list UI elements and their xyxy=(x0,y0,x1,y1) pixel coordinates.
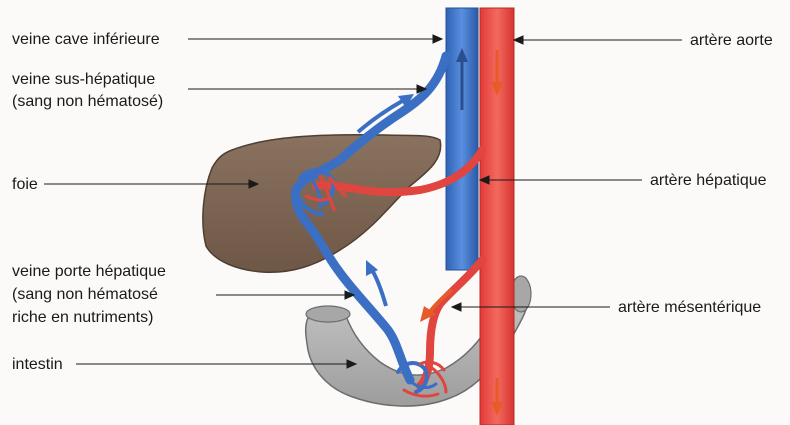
label-veine-porte-line2: (sang non hématosé xyxy=(12,285,158,304)
label-artere-hepatique: artère hépatique xyxy=(650,171,767,190)
label-artere-aorte: artère aorte xyxy=(690,31,773,50)
intestine-end-top-left xyxy=(306,306,350,322)
label-veine-sus-hepatique-line1: veine sus-hépatique xyxy=(12,70,155,89)
label-artere-mesenterique: artère mésentérique xyxy=(618,298,761,317)
vena-cava-vessel xyxy=(446,8,478,270)
label-veine-porte-line3: riche en nutriments) xyxy=(12,308,153,327)
label-veine-sus-hepatique-line2: (sang non hématosé) xyxy=(12,92,163,111)
label-foie: foie xyxy=(12,175,38,194)
flow-arrow-portal-vein xyxy=(366,260,386,306)
label-veine-cave-inferieure: veine cave inférieure xyxy=(12,30,160,49)
label-intestin: intestin xyxy=(12,355,63,374)
label-veine-porte-line1: veine porte hépatique xyxy=(12,262,166,281)
